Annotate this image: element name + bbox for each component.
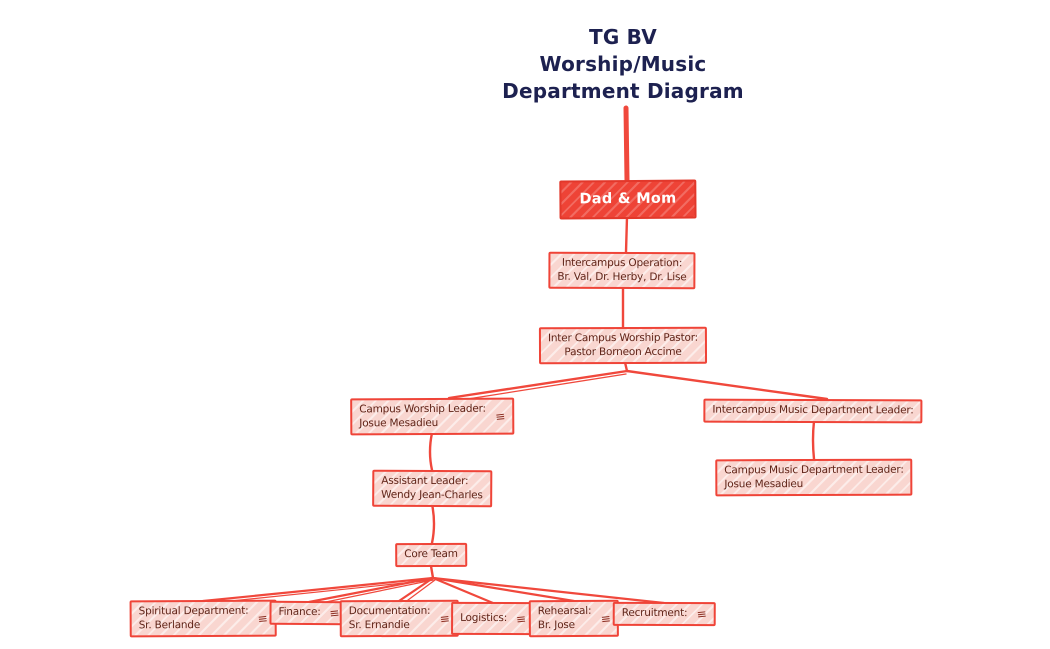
title-line-2: Worship/Music — [539, 52, 707, 76]
node-label: Dad & Mom — [579, 190, 677, 208]
node-rehearsal[interactable]: Rehearsal: Br. Jose ≡ — [528, 599, 620, 638]
node-campus-worship-leader[interactable]: Campus Worship Leader: Josue Mesadieu ≡ — [350, 397, 514, 436]
node-campus-music-department-leader[interactable]: Campus Music Department Leader: Josue Me… — [715, 458, 913, 497]
node-label: Campus Worship Leader: Josue Mesadieu — [359, 402, 486, 430]
node-recruitment[interactable]: Recruitment: ≡ — [612, 601, 716, 626]
notes-icon: ≡ — [438, 610, 451, 626]
notes-icon: ≡ — [695, 606, 707, 622]
node-label: Logistics: — [460, 611, 508, 624]
node-intercampus-music-department-leader[interactable]: Intercampus Music Department Leader: — [703, 398, 923, 424]
notes-icon: ≡ — [515, 611, 527, 627]
title-line-3: Department Diagram — [502, 79, 744, 103]
node-label: Documentation: Sr. Ernandie — [348, 604, 431, 631]
node-label: Assistant Leader: Wendy Jean-Charles — [381, 474, 483, 501]
notes-icon: ≡ — [328, 605, 341, 621]
node-intercampus-operation[interactable]: Intercampus Operation: Br. Val, Dr. Herb… — [548, 251, 696, 290]
node-logistics[interactable]: Logistics: ≡ — [451, 601, 535, 636]
node-label: Inter Campus Worship Pastor: Pastor Born… — [547, 331, 699, 358]
node-label: Intercampus Music Department Leader: — [712, 403, 914, 417]
node-label: Campus Music Department Leader: Josue Me… — [724, 463, 904, 490]
node-inter-campus-worship-pastor[interactable]: Inter Campus Worship Pastor: Pastor Born… — [538, 326, 708, 365]
diagram-title: TG BV Worship/Music Department Diagram — [502, 24, 744, 105]
node-dad-and-mom[interactable]: Dad & Mom — [559, 179, 697, 220]
node-label: Spiritual Department: Sr. Berlande — [138, 604, 249, 631]
node-spiritual-department[interactable]: Spiritual Department: Sr. Berlande ≡ — [129, 599, 277, 638]
node-assistant-leader[interactable]: Assistant Leader: Wendy Jean-Charles — [372, 469, 492, 508]
notes-icon: ≡ — [599, 610, 611, 626]
node-label: Intercampus Operation: Br. Val, Dr. Herb… — [557, 256, 687, 283]
node-label: Finance: — [278, 605, 321, 619]
node-documentation[interactable]: Documentation: Sr. Ernandie ≡ — [339, 599, 459, 638]
notes-icon: ≡ — [494, 408, 506, 424]
node-label: Rehearsal: Br. Jose — [537, 604, 592, 631]
node-label: Core Team — [404, 547, 458, 561]
node-core-team[interactable]: Core Team — [395, 542, 467, 567]
title-line-1: TG BV — [589, 25, 657, 49]
notes-icon: ≡ — [256, 610, 269, 626]
node-label: Recruitment: — [621, 606, 688, 620]
node-finance[interactable]: Finance: ≡ — [269, 600, 349, 625]
